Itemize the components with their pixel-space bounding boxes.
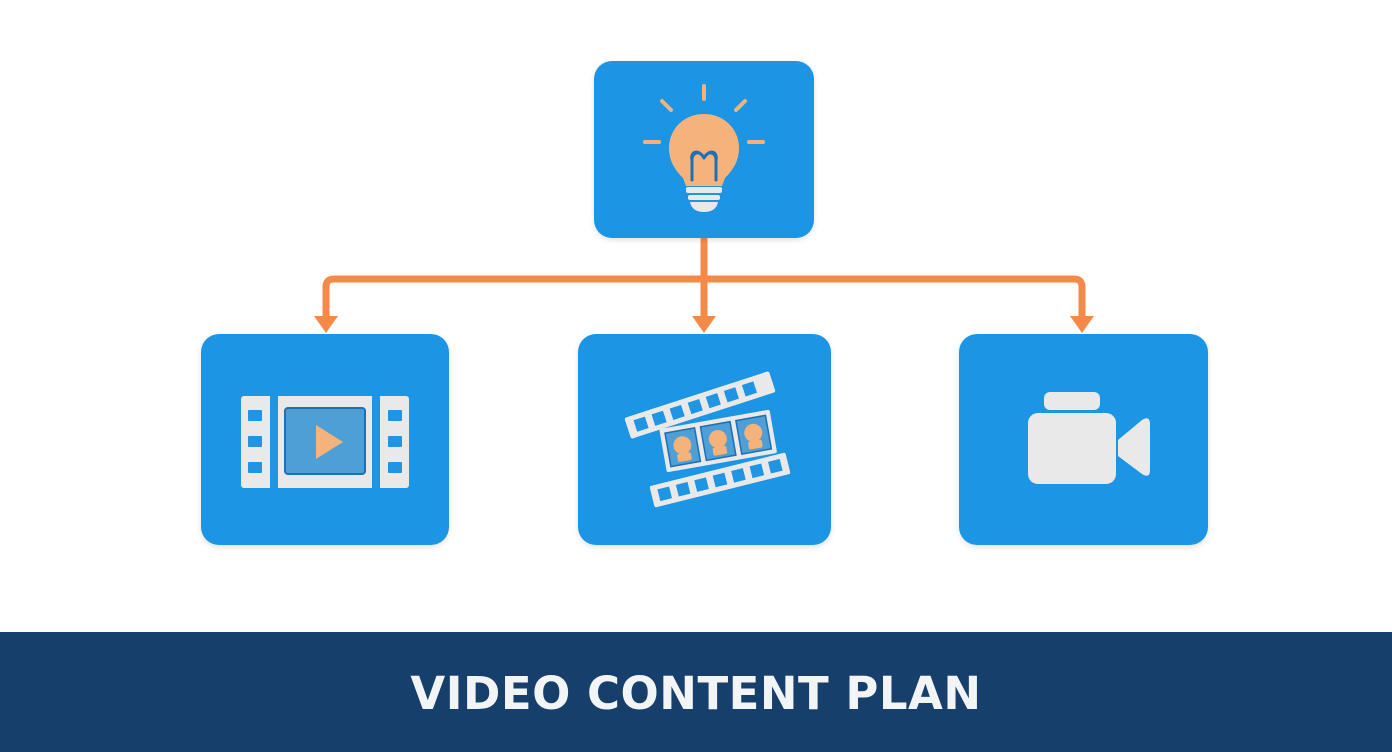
arrowhead-center	[692, 316, 716, 333]
arrowhead-left	[314, 316, 338, 333]
footer-band: VIDEO CONTENT PLAN	[0, 632, 1392, 752]
arrowheads	[314, 316, 1094, 333]
storyboard-node	[578, 334, 831, 545]
arrowhead-right	[1070, 316, 1094, 333]
recording-node	[959, 334, 1208, 545]
video-camera-icon	[1028, 392, 1150, 484]
footer-title: VIDEO CONTENT PLAN	[410, 666, 982, 720]
video-clip-node	[201, 334, 449, 545]
connectors	[322, 234, 1086, 322]
lightbulb-icon	[643, 84, 765, 212]
idea-node	[594, 61, 814, 238]
film-strip-play-icon	[241, 396, 409, 488]
diagram-canvas	[201, 61, 1208, 545]
film-reel-strips-icon	[624, 371, 791, 508]
connector-branch	[322, 275, 1086, 322]
